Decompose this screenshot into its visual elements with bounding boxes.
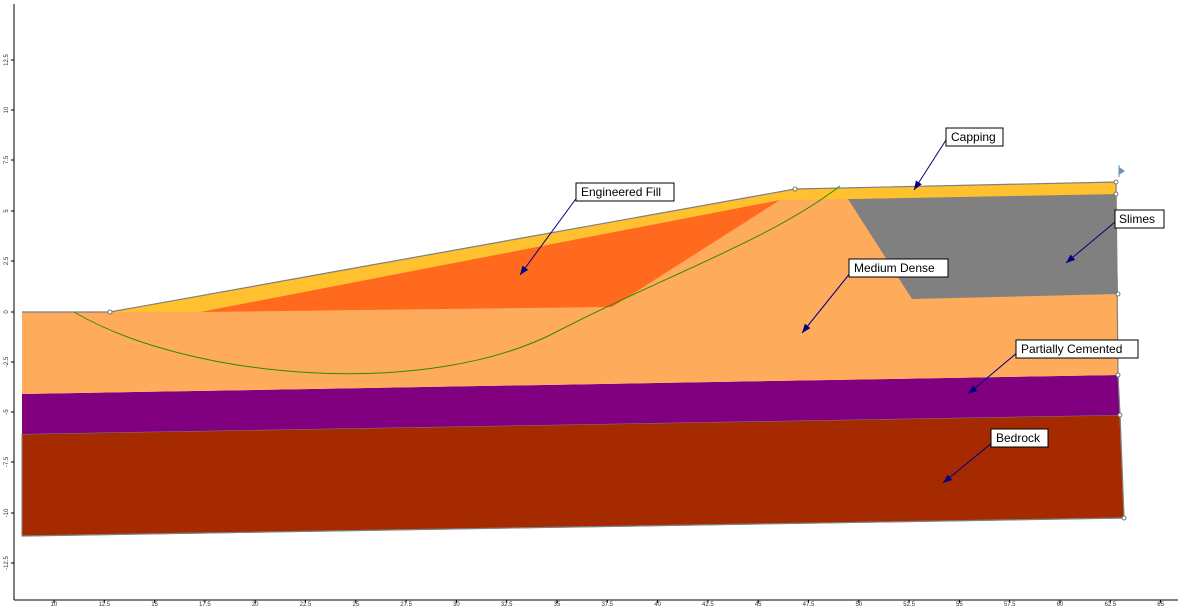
arrow-medium-dense <box>801 271 852 334</box>
svg-text:Medium Dense: Medium Dense <box>854 261 935 275</box>
x-tick-label: 25 <box>352 602 359 607</box>
y-tick-label: -10 <box>4 508 10 517</box>
slip-surface-curve[interactable] <box>73 185 841 375</box>
label-capping[interactable]: Capping <box>945 127 1004 147</box>
y-tick-label: -2.5 <box>4 356 10 367</box>
y-tick-label: 2.5 <box>4 256 10 265</box>
y-tick-label: 7.5 <box>4 155 10 164</box>
svg-text:Engineered Fill: Engineered Fill <box>581 185 661 199</box>
x-tick-label: 10 <box>51 602 58 607</box>
x-tick-label: 12.5 <box>98 602 110 607</box>
svg-text:Capping: Capping <box>951 130 996 144</box>
x-tick-label: 17.5 <box>199 602 211 607</box>
arrow-slimes <box>1065 221 1116 264</box>
arrow-capping <box>913 139 947 191</box>
x-tick-label: 62.5 <box>1104 602 1116 607</box>
x-tick-label: 15 <box>151 602 158 607</box>
x-tick-label: 50 <box>855 602 862 607</box>
svg-text:Slimes: Slimes <box>1119 212 1155 226</box>
y-tick-label: -5 <box>4 409 10 415</box>
y-tick-label: -7.5 <box>4 456 10 467</box>
x-tick-label: 60 <box>1057 602 1064 607</box>
y-tick-label: 0 <box>4 310 10 314</box>
arrow-engineered-fill <box>519 195 579 276</box>
y-tick-label: 12.5 <box>4 54 10 66</box>
label-slimes[interactable]: Slimes <box>1114 209 1165 229</box>
svg-text:Partially Cemented: Partially Cemented <box>1021 342 1122 356</box>
label-engineered-fill[interactable]: Engineered Fill <box>575 182 675 202</box>
partially-cemented-region[interactable] <box>22 375 1120 434</box>
bedrock-region[interactable] <box>21 414 1125 537</box>
x-tick-label: 37.5 <box>601 602 613 607</box>
boundary-vertices <box>107 179 1127 521</box>
y-tick-label: -12.5 <box>4 556 10 570</box>
y-tick-label: 5 <box>4 209 10 213</box>
x-tick-label: 55 <box>956 602 963 607</box>
y-axis: 12.5 10 7.5 5 2.5 0 -2.5 -5 -7.5 -10 -12.5 <box>4 4 15 600</box>
x-tick-label: 30 <box>453 602 460 607</box>
label-medium-dense[interactable]: Medium Dense <box>848 258 949 278</box>
x-tick-label: 27.5 <box>400 602 412 607</box>
external-boundary <box>21 181 1125 537</box>
x-tick-label: 20 <box>252 602 259 607</box>
capping-region[interactable] <box>110 182 1116 312</box>
label-partially-cemented[interactable]: Partially Cemented <box>1015 339 1139 359</box>
x-tick-label: 32.5 <box>501 602 513 607</box>
label-bedrock[interactable]: Bedrock <box>990 428 1049 448</box>
x-tick-label: 22.5 <box>300 602 312 607</box>
x-tick-label: 47.5 <box>803 602 815 607</box>
x-tick-label: 65 <box>1157 602 1164 607</box>
arrow-bedrock <box>942 441 994 484</box>
x-tick-label: 52.5 <box>903 602 915 607</box>
y-tick-label: 10 <box>4 106 10 113</box>
x-tick-label: 42.5 <box>702 602 714 607</box>
x-tick-label: 45 <box>755 602 762 607</box>
x-tick-label: 57.5 <box>1004 602 1016 607</box>
x-tick-label: 35 <box>554 602 561 607</box>
arrow-partially-cemented <box>967 351 1019 395</box>
water-table-marker-icon <box>1119 167 1125 175</box>
svg-text:Bedrock: Bedrock <box>996 431 1041 445</box>
x-tick-label: 40 <box>654 602 661 607</box>
x-axis: 10 12.5 15 17.5 20 22.5 25 27.5 30 32.5 35 37.5 40 42… <box>14 599 1178 607</box>
label-arrows <box>519 139 1116 484</box>
